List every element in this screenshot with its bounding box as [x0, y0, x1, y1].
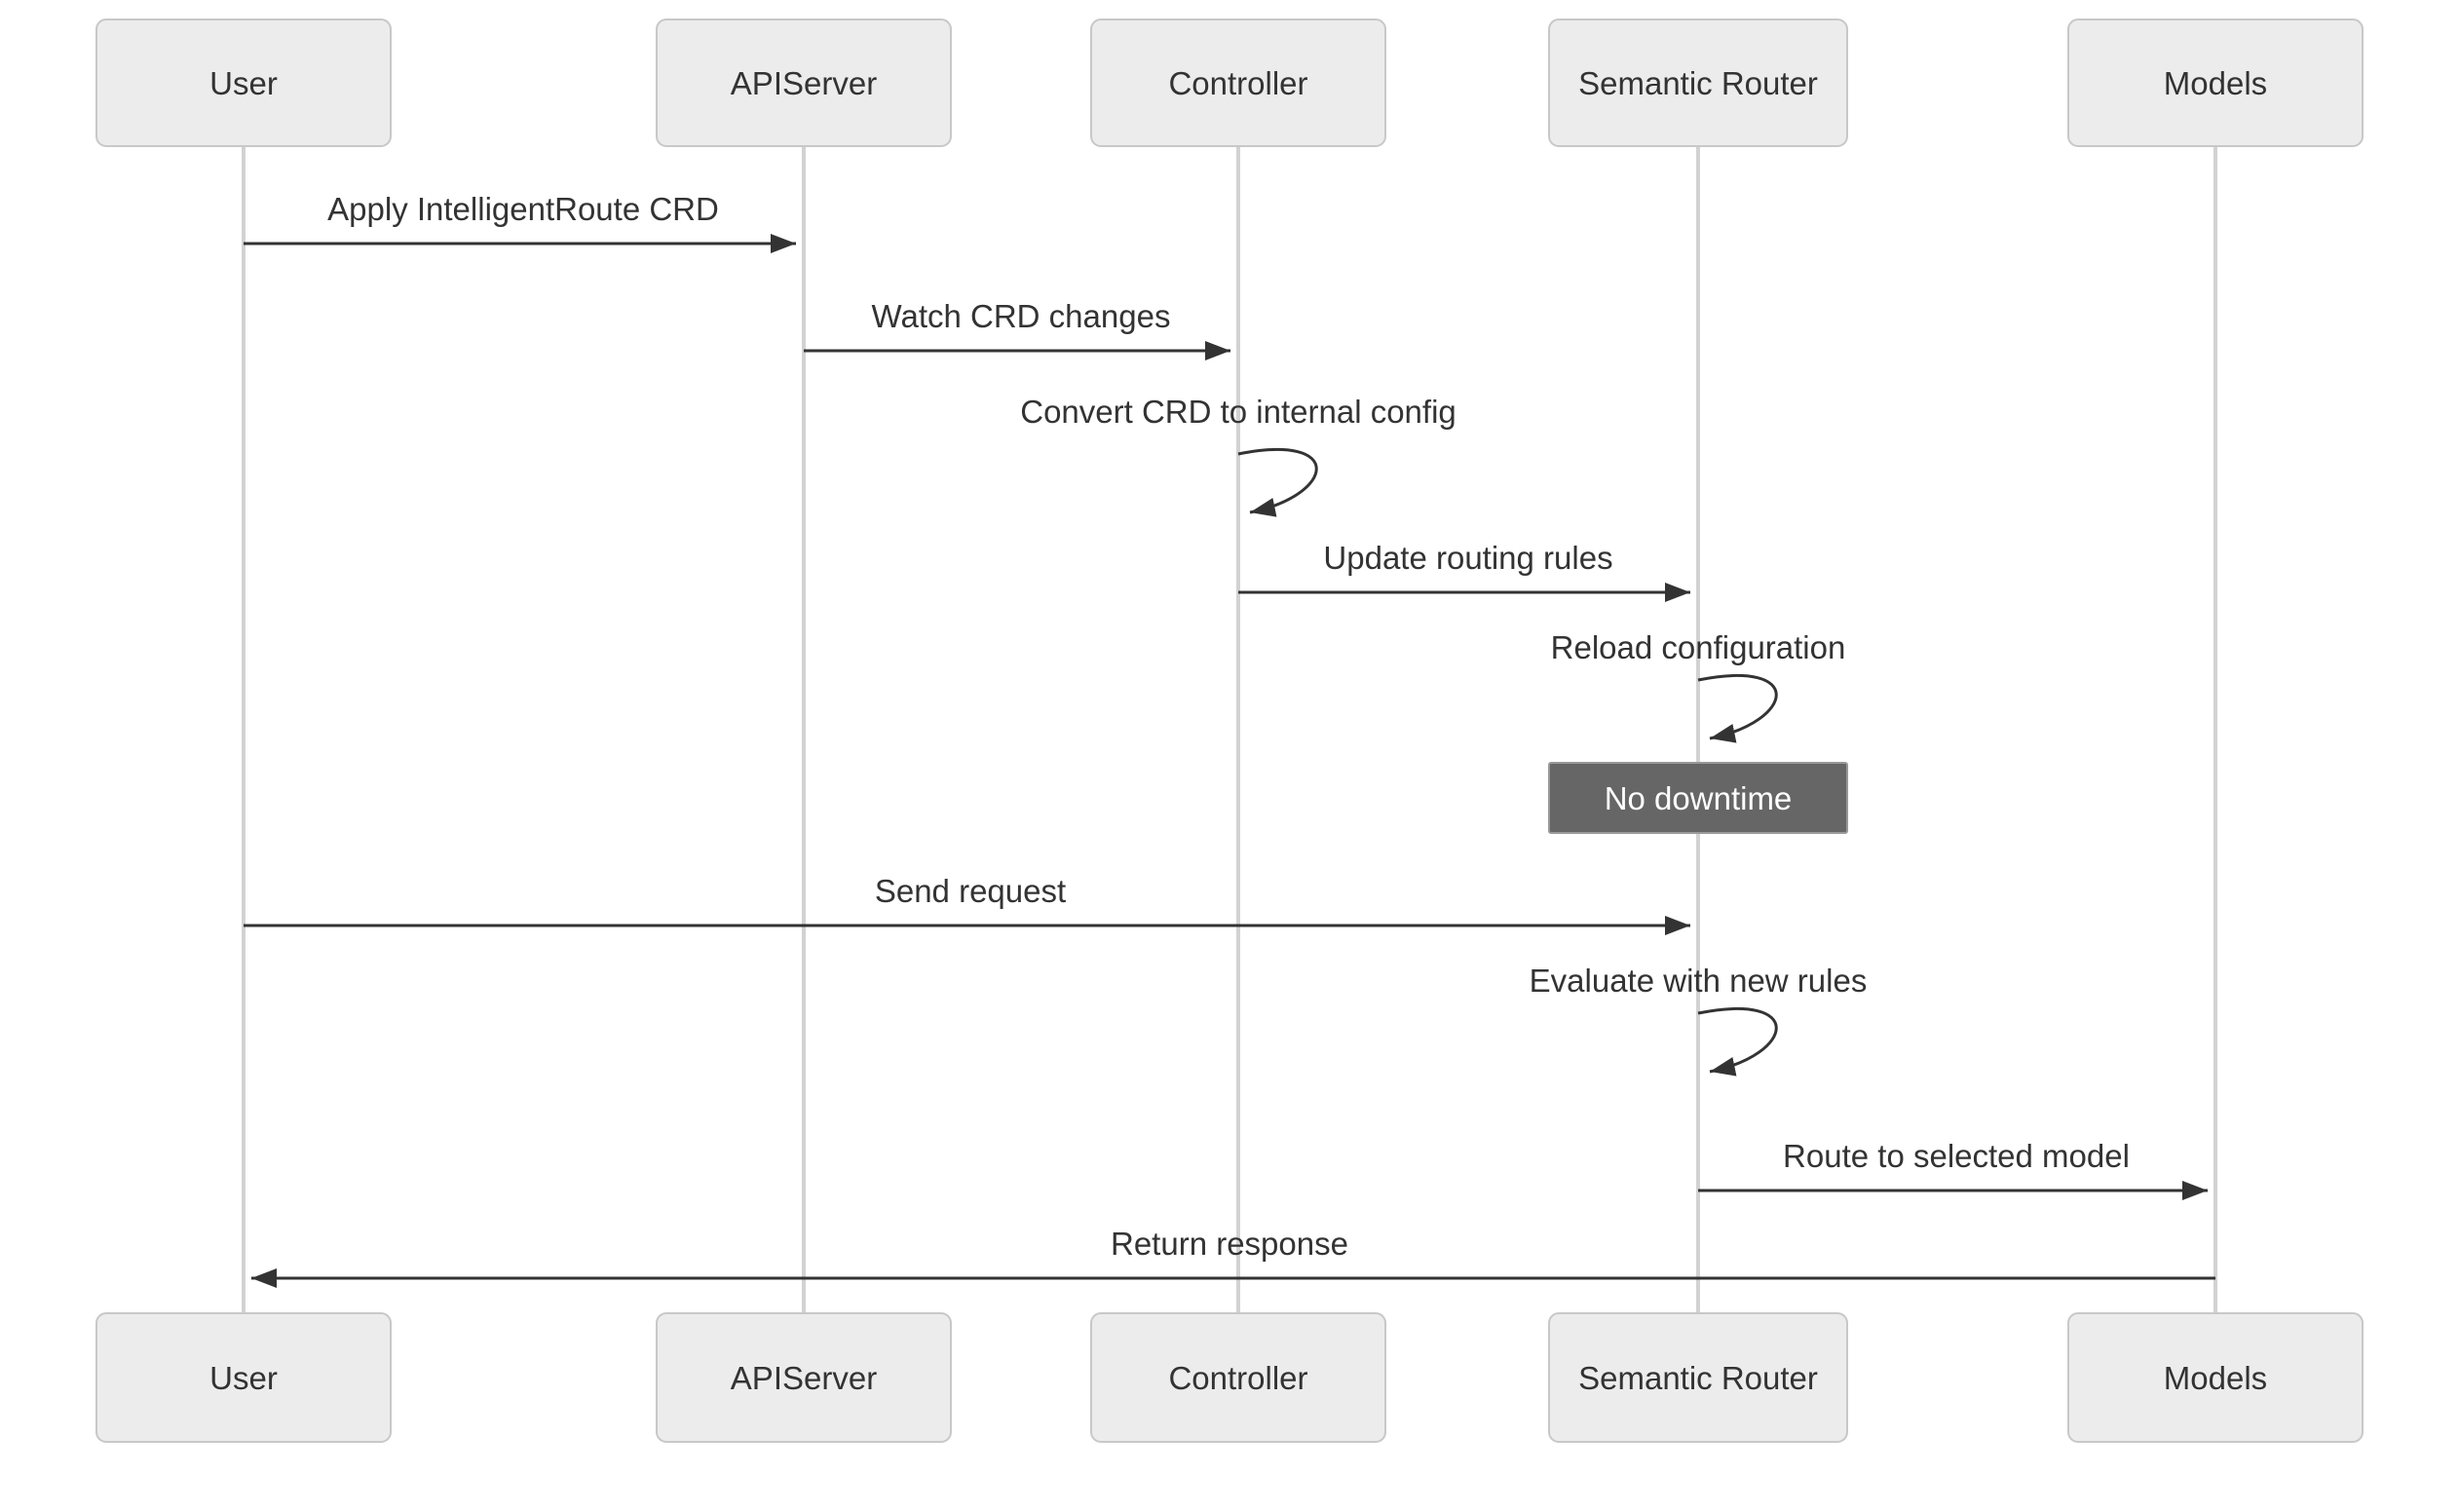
actor-box: [2067, 1312, 2364, 1443]
message-label: Reload configuration: [1551, 629, 1846, 665]
actor-label: Semantic Router: [1578, 1360, 1818, 1396]
actor-box: [1090, 1312, 1386, 1443]
message-convert-crd-to-internal-config: Convert CRD to internal config: [1020, 394, 1456, 517]
message-reload-configuration: Reload configuration: [1551, 629, 1846, 743]
actor-top-models: Models: [2067, 19, 2364, 147]
note-box: [1548, 762, 1848, 834]
message-label: Update routing rules: [1323, 540, 1612, 576]
message-apply-intelligentroute-crd: Apply IntelligentRoute CRD: [244, 191, 796, 253]
message-label: Return response: [1111, 1226, 1348, 1262]
actor-label: User: [209, 65, 278, 101]
actor-label: Models: [2164, 65, 2267, 101]
actor-label: Models: [2164, 1360, 2267, 1396]
actor-top-user: User: [95, 19, 392, 147]
actor-label: APIServer: [731, 1360, 877, 1396]
actor-label: User: [209, 1360, 278, 1396]
message-label: Send request: [875, 873, 1066, 909]
actor-box: [95, 19, 392, 147]
message-label: Watch CRD changes: [872, 298, 1171, 334]
note-no-downtime: No downtime: [1548, 762, 1848, 834]
actor-label: APIServer: [731, 65, 877, 101]
actor-bottom-controller: Controller: [1090, 1312, 1386, 1443]
message-evaluate-with-new-rules: Evaluate with new rules: [1530, 963, 1868, 1077]
self-loop-arrow: [1237, 448, 1318, 517]
message-watch-crd-changes: Watch CRD changes: [804, 298, 1230, 360]
actor-label: Semantic Router: [1578, 65, 1818, 101]
self-loop-arrow: [1697, 1007, 1778, 1077]
actor-label: Controller: [1168, 65, 1307, 101]
message-route-to-selected-model: Route to selected model: [1698, 1138, 2208, 1200]
actor-bottom-models: Models: [2067, 1312, 2364, 1443]
message-label: Evaluate with new rules: [1530, 963, 1868, 999]
lifelines: [242, 146, 2217, 1313]
actor-top-apiserver: APIServer: [656, 19, 952, 147]
message-update-routing-rules: Update routing rules: [1238, 540, 1690, 602]
self-loop-arrow: [1697, 674, 1778, 743]
actor-bottom-apiserver: APIServer: [656, 1312, 952, 1443]
actor-box: [656, 1312, 952, 1443]
message-label: Apply IntelligentRoute CRD: [327, 191, 719, 227]
actor-box: [656, 19, 952, 147]
actor-box: [1548, 1312, 1848, 1443]
actor-top-controller: Controller: [1090, 19, 1386, 147]
actor-bottom-user: User: [95, 1312, 392, 1443]
message-return-response: Return response: [251, 1226, 2215, 1288]
actor-box: [1090, 19, 1386, 147]
actor-bottom-semantic-router: Semantic Router: [1548, 1312, 1848, 1443]
note-label: No downtime: [1605, 780, 1793, 816]
message-send-request: Send request: [244, 873, 1690, 935]
actor-top-semantic-router: Semantic Router: [1548, 19, 1848, 147]
actor-box: [95, 1312, 392, 1443]
message-label: Route to selected model: [1783, 1138, 2130, 1174]
actor-box: [2067, 19, 2364, 147]
message-label: Convert CRD to internal config: [1020, 394, 1456, 430]
actor-box: [1548, 19, 1848, 147]
actor-label: Controller: [1168, 1360, 1307, 1396]
